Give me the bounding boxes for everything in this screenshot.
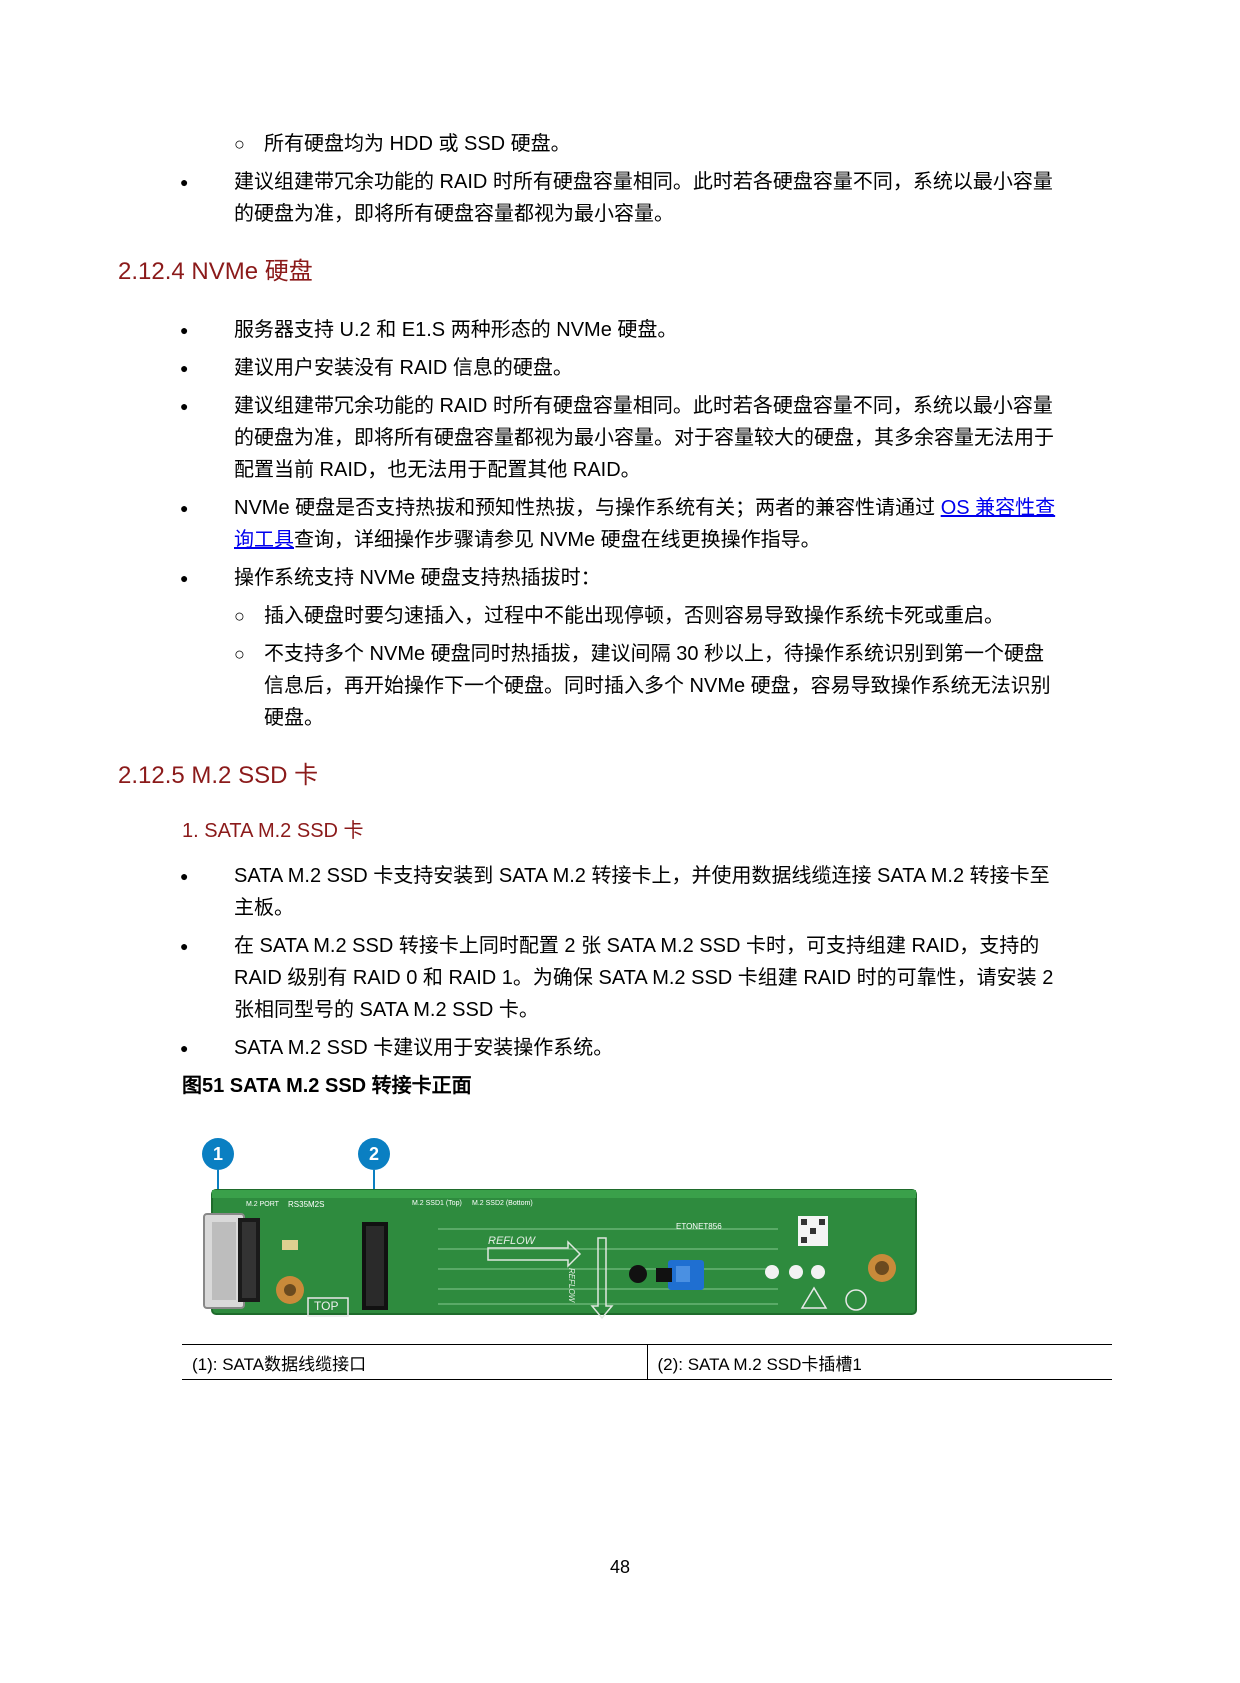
table-row: (1): SATA数据线缆接口 (2): SATA M.2 SSD卡插槽1: [182, 1344, 1112, 1380]
sub-list-item: 所有硬盘均为 HDD 或 SSD 硬盘。: [264, 133, 571, 155]
figure-caption: 图51 SATA M.2 SSD 转接卡正面: [182, 1075, 472, 1097]
list-item-line: NVMe 硬盘是否支持热拔和预知性热拔，与操作系统有关；两者的兼容性请通过 OS…: [234, 492, 1055, 524]
callout-2: 2: [358, 1138, 390, 1170]
sub-bullet-marker: ○: [234, 134, 245, 154]
page-number: 48: [609, 1557, 631, 1577]
legend-cell-2: (2): SATA M.2 SSD卡插槽1: [646, 1344, 1112, 1380]
bullet-marker: ●: [180, 398, 189, 414]
board-label-reflow-vertical: REFLOW: [567, 1268, 576, 1303]
board-label-model: RS35M2S: [288, 1200, 325, 1209]
list-item-line: 在 SATA M.2 SSD 转接卡上同时配置 2 张 SATA M.2 SSD…: [234, 935, 1040, 957]
list-item-line: 张相同型号的 SATA M.2 SSD 卡。: [234, 999, 539, 1021]
board-label-top: TOP: [314, 1299, 339, 1313]
list-item-line: 主板。: [234, 897, 294, 919]
list-item-line: 建议组建带冗余功能的 RAID 时所有硬盘容量相同。此时若各硬盘容量不同，系统以…: [234, 395, 1053, 417]
board-label-reflow: REFLOW: [488, 1235, 536, 1247]
board-label-slot-top: M.2 SSD1 (Top): [412, 1200, 462, 1207]
bullet-marker: ●: [180, 868, 189, 884]
section-heading-m2: 2.12.5 M.2 SSD 卡: [118, 762, 319, 789]
board-label-part: ETONET856: [676, 1222, 722, 1231]
bullet-marker: ●: [180, 322, 189, 338]
sub-list-item: 插入硬盘时要匀速插入，过程中不能出现停顿，否则容易导致操作系统卡死或重启。: [264, 605, 1004, 627]
bullet-marker: ●: [180, 1040, 189, 1056]
bullet-marker: ●: [180, 500, 189, 516]
list-item-line: SATA M.2 SSD 卡支持安装到 SATA M.2 转接卡上，并使用数据线…: [234, 865, 1050, 887]
sub-list-item-line: 硬盘。: [264, 707, 324, 729]
sub-bullet-marker: ○: [234, 606, 245, 626]
sub-bullet-marker: ○: [234, 644, 245, 664]
list-item-line: 建议组建带冗余功能的 RAID 时所有硬盘容量相同。此时若各硬盘容量不同，系统以…: [234, 171, 1053, 193]
list-item: 建议用户安装没有 RAID 信息的硬盘。: [234, 357, 573, 379]
board-label-slot-bottom: M.2 SSD2 (Bottom): [472, 1200, 533, 1207]
section-heading-nvme: 2.12.4 NVMe 硬盘: [118, 258, 313, 285]
os-compat-tool-link[interactable]: OS 兼容性查: [940, 497, 1056, 519]
figure-sata-m2-adapter: 1 2: [198, 1138, 918, 1334]
pcb-image: [203, 1170, 917, 1320]
list-item: 操作系统支持 NVMe 硬盘支持热插拔时：: [234, 567, 601, 589]
callout-1: 1: [202, 1138, 234, 1170]
list-item-text: NVMe 硬盘是否支持热拔和预知性热拔，与操作系统有关；两者的兼容性请通过: [234, 497, 941, 519]
bullet-marker: ●: [180, 938, 189, 954]
list-item: SATA M.2 SSD 卡建议用于安装操作系统。: [234, 1037, 614, 1059]
subsection-heading-sata-m2: 1. SATA M.2 SSD 卡: [182, 820, 364, 842]
list-item-text: 查询，详细操作步骤请参见 NVMe 硬盘在线更换操作指导。: [294, 529, 821, 551]
board-label-port: M.2 PORT: [246, 1201, 279, 1208]
sub-list-item-line: 信息后，再开始操作下一个硬盘。同时插入多个 NVMe 硬盘，容易导致操作系统无法…: [264, 675, 1051, 697]
figure-legend-table: (1): SATA数据线缆接口 (2): SATA M.2 SSD卡插槽1: [182, 1344, 1112, 1380]
list-item: 服务器支持 U.2 和 E1.S 两种形态的 NVMe 硬盘。: [234, 319, 678, 341]
bullet-marker: ●: [180, 174, 189, 190]
list-item-line: 配置当前 RAID，也无法用于配置其他 RAID。: [234, 459, 641, 481]
list-item-line: 询工具查询，详细操作步骤请参见 NVMe 硬盘在线更换操作指导。: [234, 524, 821, 556]
os-compat-tool-link-cont[interactable]: 询工具: [234, 529, 294, 551]
list-item-line: 的硬盘为准，即将所有硬盘容量都视为最小容量。: [234, 203, 674, 225]
sub-list-item-line: 不支持多个 NVMe 硬盘同时热插拔，建议间隔 30 秒以上，待操作系统识别到第…: [264, 643, 1045, 665]
list-item-line: 的硬盘为准，即将所有硬盘容量都视为最小容量。对于容量较大的硬盘，其多余容量无法用…: [234, 427, 1054, 449]
bullet-marker: ●: [180, 360, 189, 376]
bullet-marker: ●: [180, 570, 189, 586]
list-item-line: RAID 级别有 RAID 0 和 RAID 1。为确保 SATA M.2 SS…: [234, 967, 1054, 989]
legend-cell-1: (1): SATA数据线缆接口: [182, 1344, 647, 1380]
